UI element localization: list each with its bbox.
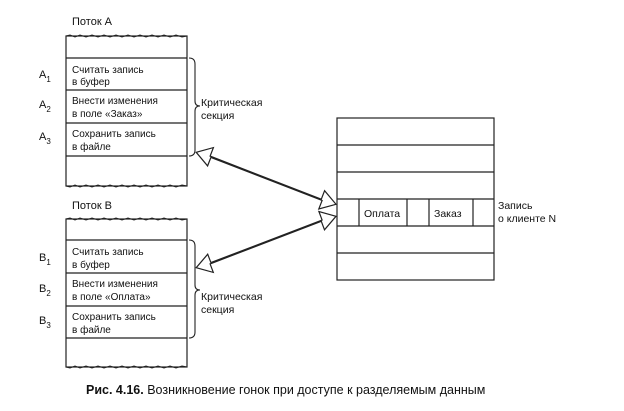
step-a2-line1: Внести изменения [72,96,158,107]
record-label-line2: о клиенте N [498,213,556,225]
thread-a-critical-line1: Критическая [201,97,262,109]
thread-b: Поток В Считать запись в буфер Внести из… [39,200,262,369]
step-b2-line1: Внести изменения [72,279,158,290]
label-b2: B2 [39,283,51,298]
figure-caption: Рис. 4.16. Возникновение гонок при досту… [86,383,485,397]
label-b1: B1 [39,252,51,267]
thread-a: Поток А Считать запись в буфер Внести из… [39,16,262,188]
record-label-line1: Запись [498,200,533,212]
arrow-thread-a-to-record [195,146,338,210]
step-b1-line1: Считать запись [72,247,144,258]
shared-file: Оплата Заказ Запись о клиенте N [336,117,556,281]
label-b3: B3 [39,315,51,330]
step-b3-line1: Сохранить запись [72,312,156,323]
step-b2-line2: в поле «Оплата» [72,292,151,303]
thread-b-critical-brace [188,239,201,339]
field-order: Заказ [434,208,462,220]
thread-a-title: Поток А [72,16,113,28]
step-b1-line2: в буфер [72,259,110,271]
thread-b-critical-line1: Критическая [201,291,262,303]
step-a1-line1: Считать запись [72,65,144,76]
caption-text: Возникновение гонок при доступе к раздел… [144,383,486,397]
thread-a-frame [65,35,188,187]
thread-b-title: Поток В [72,200,112,212]
step-a1-line2: в буфер [72,76,110,88]
label-a2: A2 [39,99,51,114]
step-a3-line1: Сохранить запись [72,129,156,140]
step-a3-line2: в файле [72,141,111,153]
thread-a-critical-brace [188,57,201,157]
step-b3-line2: в файле [72,324,111,336]
thread-b-critical-line2: секция [201,304,234,316]
label-a3: A3 [39,131,51,146]
label-a1: A1 [39,69,51,84]
arrow-thread-b-to-record [195,210,338,274]
field-payment: Оплата [364,208,400,220]
thread-a-critical-line2: секция [201,110,234,122]
thread-b-frame [65,218,188,368]
caption-prefix: Рис. 4.16. [86,383,144,397]
step-a2-line2: в поле «Заказ» [72,109,143,120]
